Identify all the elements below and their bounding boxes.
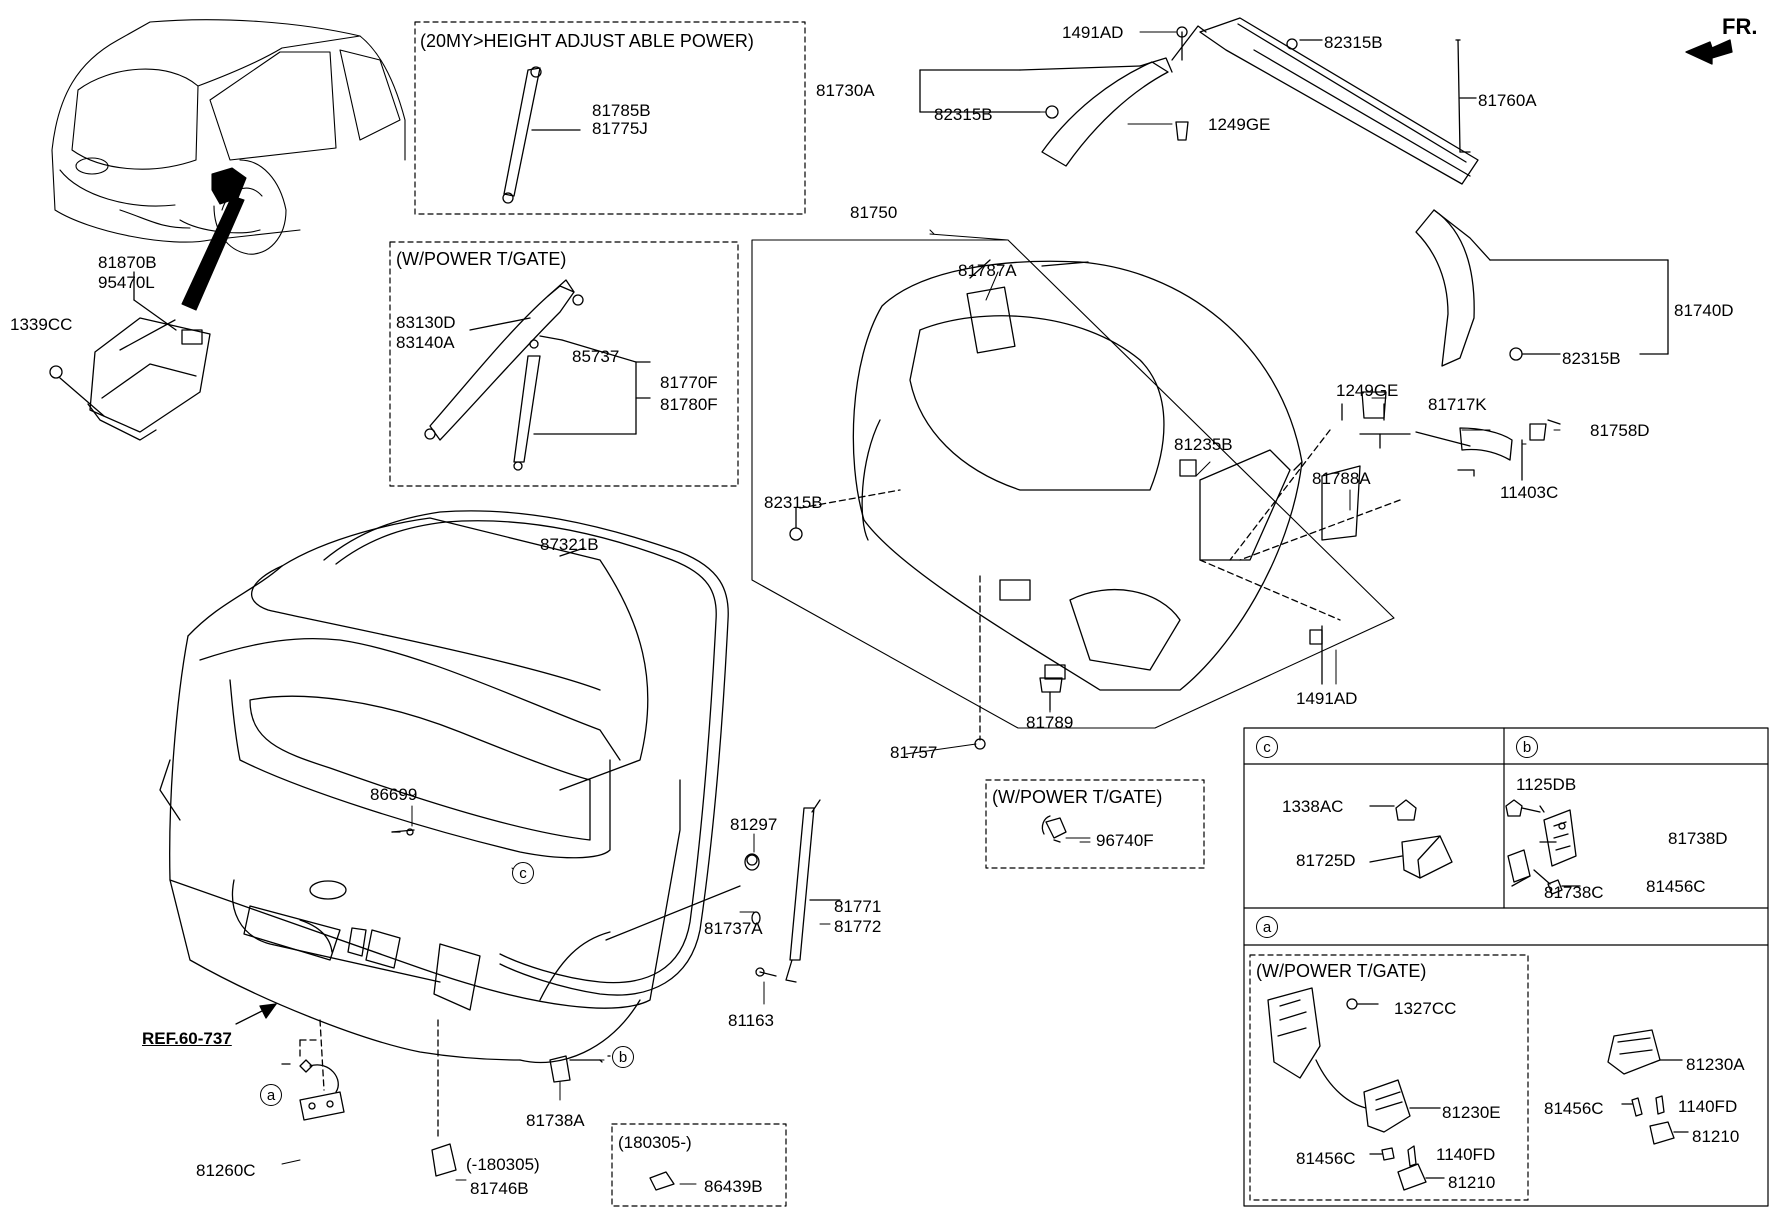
weatherstrip [323,510,729,996]
callout-c-header: c [1256,736,1278,758]
part-81740D: 81740D [1674,301,1734,320]
part-81758D: 81758D [1590,421,1650,440]
callout-c-marker: c [512,862,534,884]
part-83140A: 83140A [396,333,455,352]
part-81772: 81772 [834,917,882,936]
section-a-parts [1267,987,1689,1191]
part-81297: 81297 [730,815,778,834]
lower-hardware [235,815,1067,1191]
part-81210-a1: 81210 [1448,1173,1496,1192]
part-81746B: 81746B [470,1179,529,1198]
part-1491AD-mid: 1491AD [1296,689,1358,708]
variant-power-tgate-upper: (W/POWER T/GATE) [396,249,567,269]
part-81210-a2: 81210 [1692,1127,1740,1146]
part-85737: 85737 [572,347,620,366]
variant-height-adjust: (20MY>HEIGHT ADJUST ABLE POWER) [420,31,754,51]
tailgate-door [159,517,681,1064]
part-81725D: 81725D [1296,851,1356,870]
variant-until-180305: (-180305) [466,1155,540,1174]
part-11403C: 11403C [1500,483,1559,502]
part-82315B-left: 82315B [934,105,993,124]
part-81738D: 81738D [1668,829,1728,848]
variant-power-tgate-a: (W/POWER T/GATE) [1256,961,1427,981]
part-82315B-right: 82315B [1562,349,1621,368]
variant-date-180305: (180305-) [618,1133,692,1152]
part-81787A: 81787A [958,261,1017,280]
part-81775J: 81775J [592,119,648,138]
part-1249GE-mid: 1249GE [1336,381,1399,400]
part-81780F: 81780F [660,395,718,414]
part-81760A: 81760A [1478,91,1537,110]
leader-lines [281,31,1561,1185]
part-81757: 81757 [890,743,938,762]
part-81235B: 81235B [1174,435,1233,454]
part-1140FD-a2: 1140FD [1678,1097,1738,1116]
part-81456C-a1: 81456C [1296,1149,1356,1168]
orientation-label: FR. [1722,14,1758,39]
power-tailgate-module [49,271,211,441]
part-81230E: 81230E [1442,1103,1501,1122]
part-81870B: 81870B [98,253,157,272]
part-86439B: 86439B [704,1177,763,1196]
part-81456C-b: 81456C [1646,877,1706,896]
part-86699: 86699 [370,785,418,804]
part-81260C: 81260C [196,1161,256,1180]
part-81163: 81163 [728,1011,775,1030]
part-1125DB: 1125DB [1516,775,1577,794]
part-1338AC: 1338AC [1282,797,1344,816]
part-81785B: 81785B [592,101,651,120]
part-1140FD-a1: 1140FD [1436,1145,1496,1164]
part-95470L: 95470L [98,273,155,292]
part-81770F: 81770F [660,373,718,392]
part-81717K: 81717K [1428,395,1487,414]
reference-label: REF.60-737 [142,1029,232,1048]
part-1339CC: 1339CC [10,315,73,334]
inner-trim-panel [789,259,1561,750]
callout-table [1243,727,1769,1207]
part-81737A: 81737A [704,919,763,938]
callout-b-header: b [1516,736,1538,758]
section-c-parts [1369,799,1453,879]
part-81230A: 81230A [1686,1055,1745,1074]
part-81738C: 81738C [1544,883,1604,902]
part-82315B-top: 82315B [1324,33,1383,52]
part-1327CC: 1327CC [1394,999,1457,1018]
trim-panel-frame [751,239,1395,729]
section-b-parts [1505,799,1581,895]
part-81789: 81789 [1026,713,1074,732]
height-adjust-strut [502,66,581,204]
variant-power-tgate-mid: (W/POWER T/GATE) [992,787,1163,807]
part-83130D: 83130D [396,313,456,332]
part-81788A: 81788A [1312,469,1371,488]
callout-b-marker: b [612,1046,634,1068]
part-81771: 81771 [834,897,882,916]
part-1249GE-top: 1249GE [1208,115,1271,134]
part-82315B-mid: 82315B [764,493,823,512]
part-81750: 81750 [850,203,898,222]
power-tgate-strut [424,279,651,471]
variant-boxes [389,21,1529,1207]
vehicle-illustration [51,19,406,311]
callout-a-header: a [1256,916,1278,938]
gas-strut [605,799,841,983]
front-arrow-icon [1685,39,1733,65]
part-81738A: 81738A [526,1111,585,1130]
upper-trims [919,17,1669,367]
callout-a-marker: a [260,1084,282,1106]
part-81456C-a2: 81456C [1544,1099,1604,1118]
part-1491AD-top: 1491AD [1062,23,1124,42]
part-81730A: 81730A [816,81,875,100]
part-96740F: 96740F [1096,831,1154,850]
part-87321B: 87321B [540,535,599,554]
